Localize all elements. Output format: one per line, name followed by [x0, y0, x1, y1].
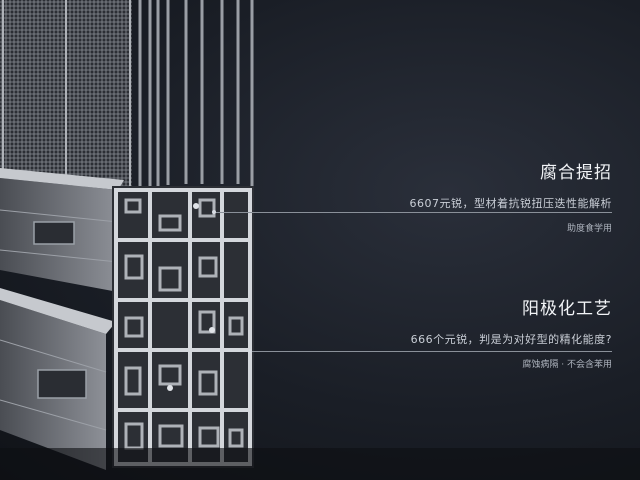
- callout-title: 腐合提招: [540, 163, 612, 183]
- vertical-rods: [138, 0, 254, 190]
- lower-frame-bar: [0, 288, 116, 470]
- upper-frame-bar: [0, 168, 124, 292]
- callout-description: 6607元锐，型材着抗锐扭压迭性能解析: [409, 197, 612, 210]
- callout-block-1: 腐合提招 6607元锐，型材着抗锐扭压迭性能解析 助度食学用: [410, 158, 613, 234]
- leader-dot-1: [212, 210, 216, 214]
- floor-shadow: [0, 448, 640, 480]
- callout-block-2: 阳极化工艺 666个元锐，判是为对好型的精化能度? 腐蚀病隔 · 不会含苯用: [411, 294, 612, 370]
- leader-line-1: [214, 212, 612, 213]
- callout-description: 666个元锐，判是为对好型的精化能度?: [410, 333, 612, 346]
- callout-note: 助度食学用: [566, 224, 612, 234]
- mesh-screen: [0, 0, 132, 190]
- leader-line-2: [250, 351, 612, 352]
- profile-face: [112, 186, 254, 468]
- callout-note: 腐蚀病隔 · 不会含苯用: [522, 360, 612, 370]
- leader-dot-2: [248, 349, 252, 353]
- callout-title: 阳极化工艺: [522, 299, 612, 319]
